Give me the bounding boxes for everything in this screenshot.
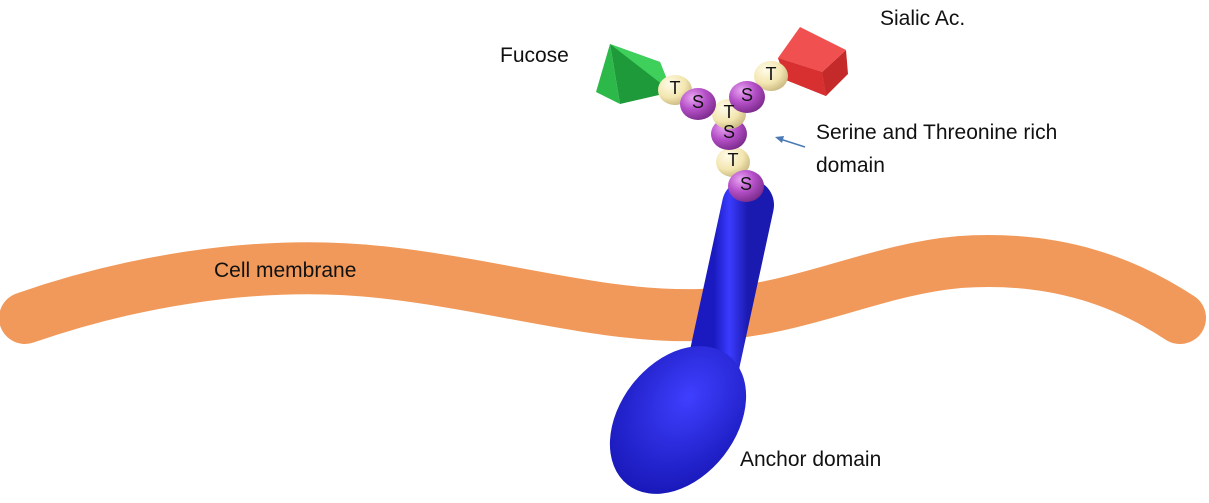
threonine-bead bbox=[716, 147, 750, 177]
bead-letter: T bbox=[670, 78, 681, 98]
domain-label-line2: domain bbox=[816, 154, 885, 177]
domain-arrow-icon bbox=[775, 136, 806, 148]
sialic-acid-label: Sialic Ac. bbox=[880, 7, 966, 30]
bead-letter: T bbox=[728, 150, 739, 170]
anchor-domain bbox=[609, 179, 774, 494]
fucose-pyramid-icon bbox=[596, 44, 672, 104]
fucose-label: Fucose bbox=[500, 44, 569, 67]
bead-letter: S bbox=[740, 174, 752, 194]
bead-chain bbox=[658, 61, 788, 202]
anchor-label: Anchor domain bbox=[740, 448, 882, 471]
bead-letter: S bbox=[741, 85, 753, 105]
bead-letter: T bbox=[766, 64, 777, 84]
serine-bead bbox=[680, 88, 716, 120]
threonine-bead bbox=[754, 61, 788, 91]
sialic-acid-cube-icon bbox=[778, 27, 848, 96]
bead-letter: S bbox=[692, 92, 704, 112]
serine-bead bbox=[729, 81, 765, 113]
bead-letter: S bbox=[723, 122, 735, 142]
domain-label-line1: Serine and Threonine rich bbox=[816, 121, 1058, 144]
bead-letter: T bbox=[724, 102, 735, 122]
cell-membrane bbox=[0, 235, 1206, 344]
membrane-label: Cell membrane bbox=[214, 259, 357, 282]
serine-bead bbox=[728, 170, 764, 202]
